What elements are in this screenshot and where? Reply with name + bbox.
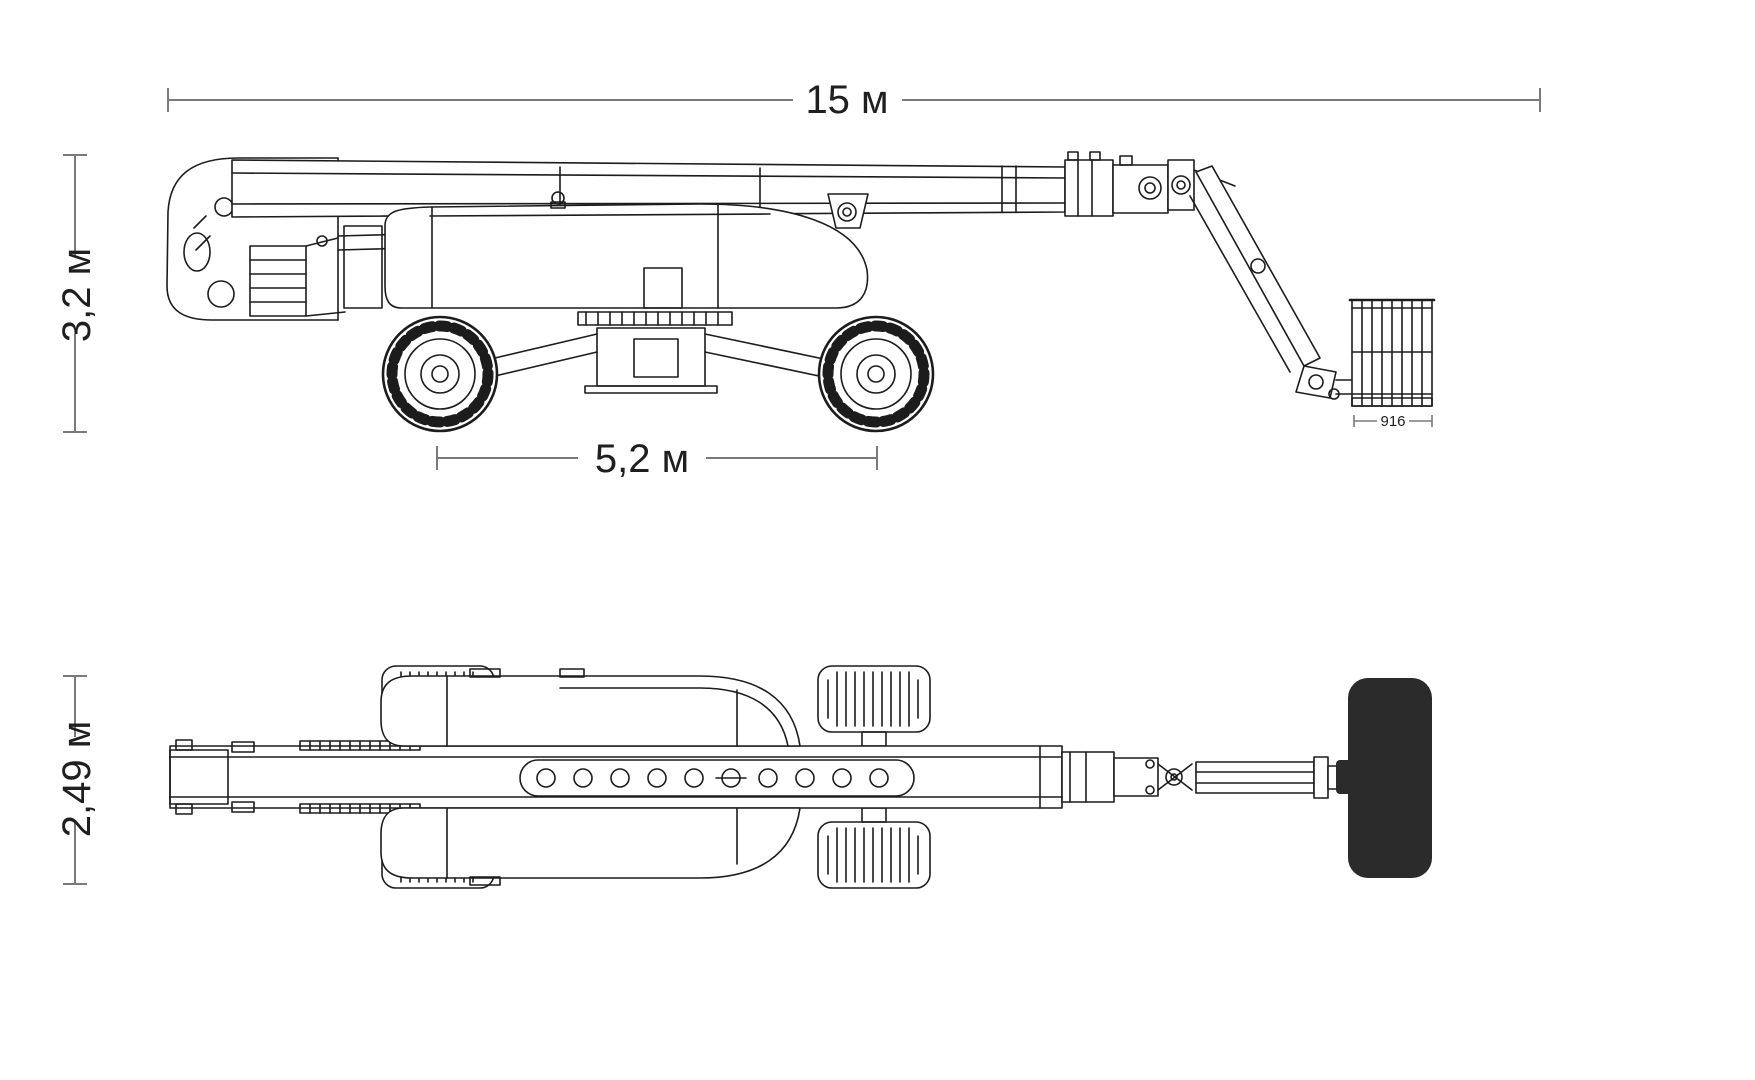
basket-side: [1348, 298, 1436, 407]
left-wheel-side: [381, 315, 499, 433]
engine-cover-top-plan: [380, 668, 801, 747]
dim-width: 2,49 м: [55, 675, 99, 885]
chassis-side: [465, 327, 851, 394]
right-wheel-side: [817, 315, 935, 433]
turntable-ring: [577, 311, 733, 326]
dim-width-label: 2,49 м: [55, 721, 99, 837]
jib-plan: [1061, 751, 1351, 803]
jib-arm-side: [1167, 159, 1353, 400]
plan-view: 2,49 м: [55, 665, 1432, 889]
engine-housing-side: [384, 191, 869, 309]
dim-wheelbase-label: 5,2 м: [595, 437, 689, 481]
boom-hole-strip-plan: [519, 759, 915, 797]
platform-plan: [1336, 678, 1432, 878]
engine-cover-bottom-plan: [380, 807, 801, 886]
dim-basket-width: 916: [1353, 413, 1433, 430]
machine-plan-view: [169, 665, 1432, 889]
dim-height-label: 3,2 м: [55, 248, 99, 342]
dim-wheelbase: 5,2 м: [436, 437, 878, 481]
platform-deck: [1348, 678, 1432, 878]
side-view: 15 м 3,2 м: [55, 78, 1541, 481]
tire-bottom-right-plan: [817, 821, 931, 889]
dim-height: 3,2 м: [55, 154, 99, 433]
dim-length-label: 15 м: [805, 78, 888, 122]
dim-basket-width-label: 916: [1380, 413, 1405, 430]
machine-side-view: [166, 151, 1436, 433]
main-boom-side: [231, 151, 1169, 229]
tire-top-right-plan: [817, 665, 931, 733]
dim-length: 15 м: [167, 78, 1541, 122]
